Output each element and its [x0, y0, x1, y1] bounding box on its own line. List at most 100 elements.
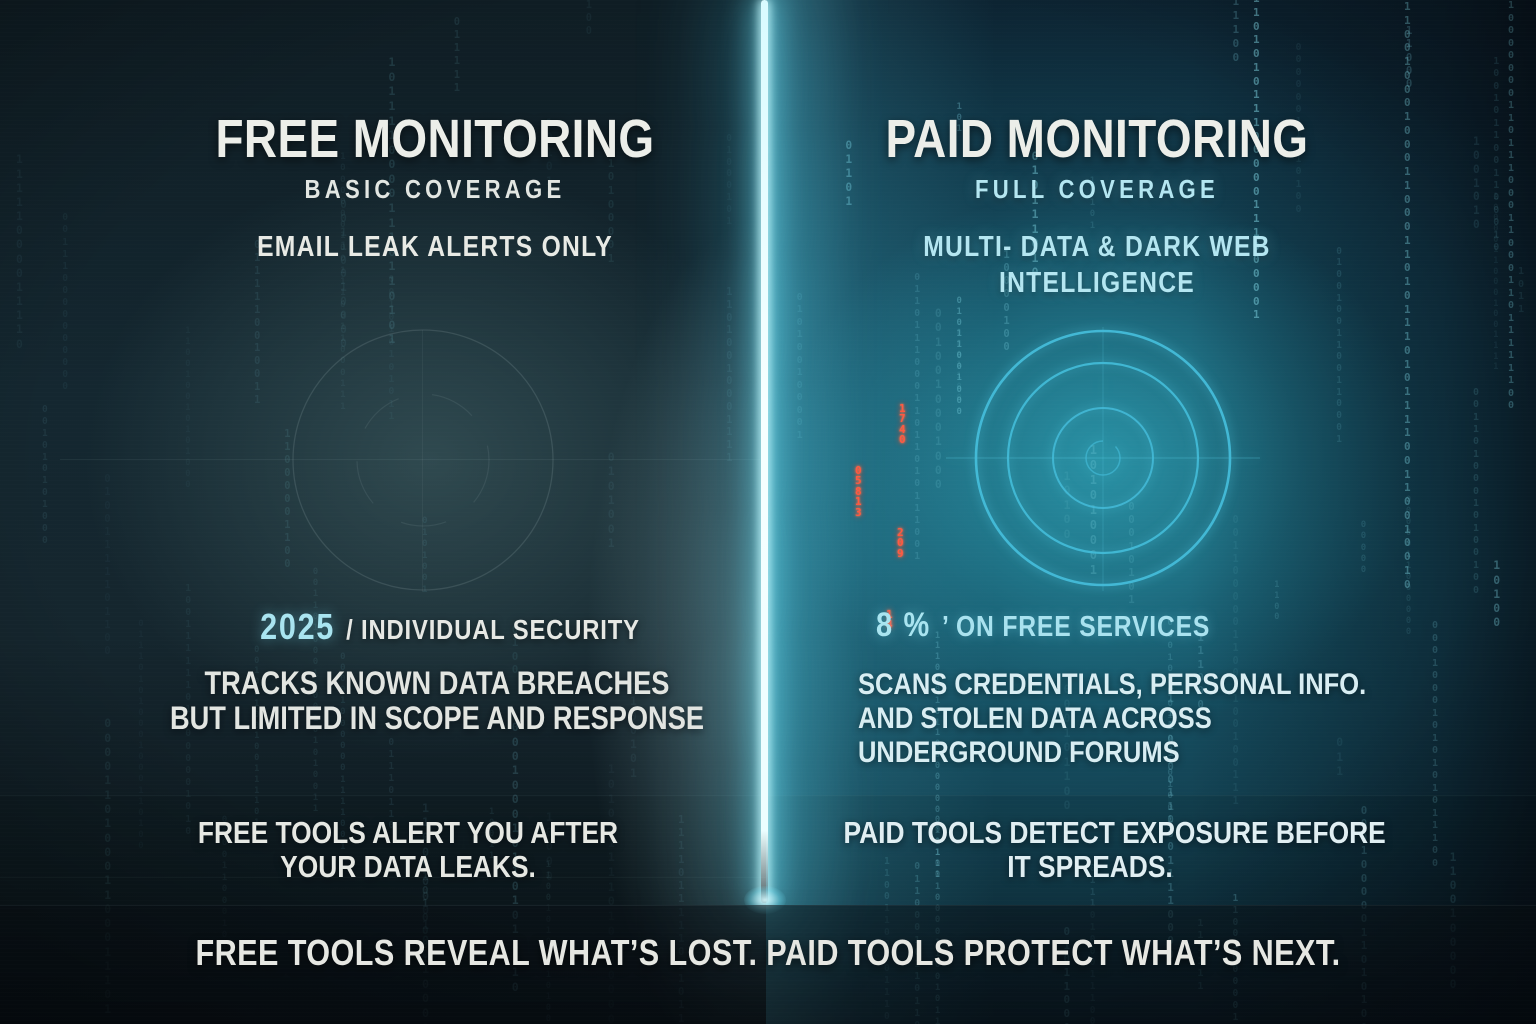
- rain-column: 0 1 1 1 0 0: [1232, 0, 1240, 64]
- rain-column: 1 0 0 0 0 1 0 0: [1003, 248, 1010, 354]
- divider-glow-left: [560, 0, 766, 1024]
- rain-column: 0 0 0 1 0 1 0 1: [1128, 499, 1135, 607]
- rain-column: 0 0 1 1 0 0 1 0 0 0 0: [340, 198, 347, 350]
- paid-subtitle: FULL COVERAGE: [975, 174, 1219, 204]
- rain-column: 0 1 0 0 1 0 0 1 1 0 0 1 1 0 0 0 1: [1336, 245, 1342, 445]
- left-faint-radar-icon: [292, 329, 554, 591]
- rain-column: 1 1 1 1 0 1 0 0 1 1 0 0 0 1 1 1 1 0 0 0 …: [1167, 678, 1174, 961]
- rain-column: 0 1 1 0 0: [586, 0, 592, 38]
- paid-stat-label: ’ ON FREE SERVICES: [941, 611, 1211, 643]
- rain-column: 0 0 0 1 0 1 0 0 1 0 0 0 1 0 1 0 0 1 1: [1167, 617, 1173, 837]
- rain-column: 0 1 1 0 1: [845, 139, 852, 209]
- free-subtitle: BASIC COVERAGE: [304, 174, 566, 204]
- rain-column: 0 1 0 0 1 1 1 1 1 0 1 1 0 0: [104, 473, 110, 658]
- paid-summary-line1: PAID TOOLS DETECT EXPOSURE BEFORE: [843, 815, 1386, 850]
- rain-column: 1 0 1 0 0 0 0 1: [608, 157, 615, 266]
- paid-desc-line3: UNDERGROUND FORUMS: [858, 736, 1180, 769]
- rain-column: 0 0 1 1 0 1 0 0 0 1 1 0 0 1 0 1 0 1 0 0 …: [312, 566, 319, 815]
- rain-column: 0 1 1 0 1 1 1 0 0 0 1 1 0 1 1 0 1 0 1 1 …: [914, 272, 920, 564]
- paid-stat-value: 8 %: [876, 606, 931, 644]
- rain-column: 0 0 0 0 0 1 1 0 0 0 0 0 0: [1405, 495, 1412, 638]
- rain-column: 0 1 1 1 0 1 1 0: [388, 737, 395, 832]
- rain-column: 0 0 0 0 1 0 0 0 0 0 0 1 1 1 1 0 0 1: [340, 651, 346, 852]
- rain-column: 1 0 1 0 0: [1493, 558, 1501, 630]
- rain-column: 1 1 0 0: [1274, 580, 1280, 623]
- free-stat-row: 2025 / INDIVIDUAL SECURITY: [195, 606, 705, 648]
- rain-column: 0 0 1 0 1 1 0 0 1 0 0 1 1 1 1 0 1 0: [254, 644, 260, 839]
- free-tagline: EMAIL LEAK ALERTS ONLY: [257, 231, 613, 263]
- free-summary-line2: YOUR DATA LEAKS.: [280, 849, 536, 884]
- rain-column: 1 0 1: [956, 102, 961, 136]
- rain-column: 0 1 1: [1336, 735, 1344, 778]
- rain-column: 1 0 0 1 1 1 1 1 1 0 1 1 0 0 0 0 0 1 0 1 …: [185, 582, 192, 837]
- rain-column: 1 1 0 0 1 0 0 0 1 0 0 0 1 1 0 0 0 1 1 0 …: [1404, 0, 1411, 591]
- paid-tagline: MULTI- DATA & DARK WEB INTELLIGENCE: [842, 229, 1352, 301]
- red-glitch-streak: 1 7 4 0: [899, 402, 906, 447]
- right-target-radar-icon: [946, 327, 1260, 591]
- paid-desc-line2: AND STOLEN DATA ACROSS: [858, 702, 1212, 735]
- rain-column: 1 1 0 1 0 0 1 0 0 0 1 1 1 1: [726, 287, 732, 466]
- rain-column: 0 1 0 1 1 0 0 1 0 0 0: [956, 296, 961, 418]
- rain-column: 0 0 1 0 1 0 1 0 1 0 0 0: [41, 403, 48, 546]
- rain-column: 1 1 0 0 0: [1405, 23, 1413, 91]
- rain-column: 1 1 1 1 1 0 0 0 0 1 1 1 1 0: [16, 152, 23, 351]
- rain-column: 0 0 0 1 0 0 0 1 0 1 0 1 0 1 0 1 1 1 0 0: [1432, 620, 1439, 869]
- free-summary-line1: FREE TOOLS ALERT YOU AFTER: [197, 815, 619, 850]
- rain-column: 1 0 1 0 0: [1063, 468, 1071, 542]
- free-monitoring-title: FREE MONITORING: [215, 109, 655, 169]
- rain-column: 0 1 0 1 0 0 1 0 0 0 0 1: [797, 292, 803, 443]
- rain-column: 0 0 0 1 0 1 1 0 0: [1063, 682, 1071, 813]
- paid-desc-line1: SCANS CREDENTIALS, PERSONAL INFO.: [858, 668, 1367, 701]
- free-summary: FREE TOOLS ALERT YOU AFTER YOUR DATA LEA…: [163, 816, 653, 884]
- rain-column: 0 1 1 1 0 1 0 1 0 0 0 1 0 0 0 1 1 0 1 0 …: [138, 619, 143, 852]
- rain-column: 0 0 1 1 0 0 0 0 0 1 1 0 0 1 1 0 0 1 0 0 …: [1232, 515, 1239, 807]
- rain-column: 1 0 0 0 0 0 0 1 0 0 1 1 1 0 0 1 1 0 0 0 …: [340, 152, 346, 412]
- rain-column: 0 0 1 0 1 0 1 0 1 0 1 1: [388, 274, 395, 423]
- free-desc-line1: TRACKS KNOWN DATA BREACHES: [204, 665, 670, 701]
- rain-column: 1 1 1 0 0 0: [1197, 630, 1204, 711]
- left-panel-background: [0, 0, 766, 1024]
- rain-column: 1 1 0 0 1 0 0 1 0 1 0 1 0 0 0: [185, 326, 190, 491]
- paid-description: SCANS CREDENTIALS, PERSONAL INFO. AND ST…: [858, 668, 1368, 770]
- right-panel-background: [766, 0, 1536, 1024]
- free-stat-label: / INDIVIDUAL SECURITY: [346, 614, 640, 645]
- rain-column: 1 0 0 0 0: [546, 810, 553, 884]
- rain-column: 0 0 0 1 1 0 0: [956, 328, 961, 403]
- rain-column: 1 0 0 1 0 1 0: [1472, 134, 1480, 232]
- rain-column: 0 1 0 1 0 0 1: [608, 450, 615, 550]
- left-radar-crosshair-h: [60, 459, 760, 460]
- rain-column: 1 1 0 1 0 1 0 1 1 1 0 0 0 0 0 1 1 1 0 0 …: [1253, 0, 1260, 322]
- rain-column: 1 0 0 1 1: [489, 807, 495, 862]
- rain-column: 1 0 1 0 1 0 0 0 1: [1089, 442, 1097, 577]
- paid-stat-row: 8 % ’ ON FREE SERVICES: [876, 606, 1352, 645]
- left-radar-crosshair-v: [422, 330, 423, 592]
- rain-column: 1 0 1 1 1 1 0 0 0 0 1 1 1 0 1 1 0 1 0 1: [388, 55, 396, 347]
- rain-column: 1 0 1 0 1: [1089, 176, 1096, 231]
- free-stat-value: 2025: [260, 606, 336, 647]
- free-description: TRACKS KNOWN DATA BREACHES BUT LIMITED I…: [165, 666, 709, 736]
- rain-column: 0 1 0 1 0 0 1: [422, 516, 428, 595]
- red-glitch-streak: 1 4: [886, 608, 893, 632]
- rain-column: 0 1 1 1 1 1: [453, 16, 461, 94]
- left-hairline: [0, 877, 766, 878]
- rain-column: 0 1 1 1 1 1 0 0 1 0 0 1 1: [254, 239, 261, 407]
- paid-tagline-line1: MULTI- DATA & DARK WEB: [923, 231, 1271, 263]
- rain-column: 1 1 1 0 1 0 1 0 1 1 0 0 0 0 0 0 0 0 1 0 …: [935, 631, 940, 881]
- rain-column: 0 1 0 0: [511, 622, 519, 677]
- red-glitch-streak: 2 0 9: [897, 526, 904, 560]
- divider-beam: [761, 0, 768, 903]
- free-desc-line2: BUT LIMITED IN SCOPE AND RESPONSE: [170, 700, 704, 736]
- paid-summary: PAID TOOLS DETECT EXPOSURE BEFORE IT SPR…: [843, 815, 1386, 884]
- rain-column: 0 1 0 0 1 0 1: [630, 680, 637, 780]
- rain-column: 1 0 1 1: [1518, 266, 1525, 316]
- rain-column: 0 0 1 1 1 0 0 0 0 0 0 0 0 0 0: [62, 212, 69, 393]
- rain-column: 1 0 0 0 0 0 0 0 1 1 0 1 1 1 0 0 0 1 1 0 …: [1508, 0, 1515, 411]
- rain-column: 0 0 0 0 0 0 1 1 1 1 0 1 0 0: [1295, 41, 1302, 215]
- footer-tagline: FREE TOOLS REVEAL WHAT’S LOST. PAID TOOL…: [195, 932, 1341, 973]
- red-glitch-streak: 0 5 8 1 3: [855, 464, 862, 519]
- divider-glow-right: [766, 0, 996, 1024]
- rain-column: 0 0 1 0 0 1 0 0 0 1 0 0 0: [935, 306, 942, 491]
- rain-column: 1 0 0 1 0 1 1 0 0 1 1 0 0 0 1 0: [1493, 55, 1500, 254]
